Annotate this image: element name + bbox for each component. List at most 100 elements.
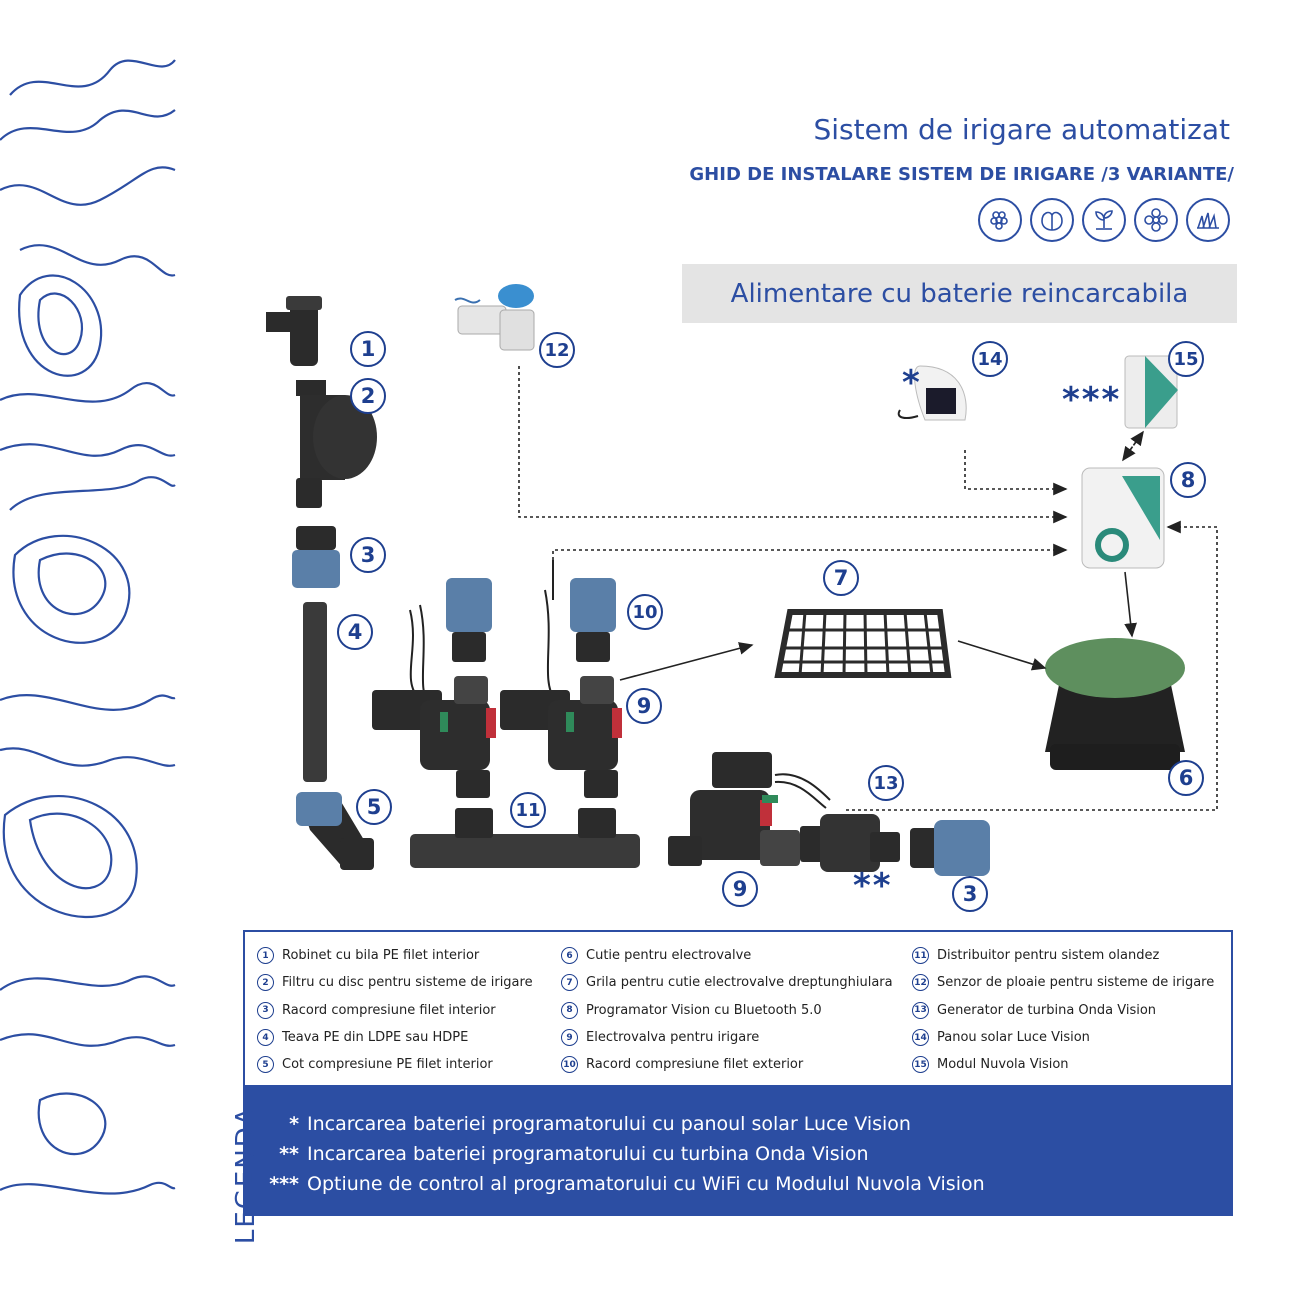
callout-1: 1 [350, 331, 386, 367]
legend-number: 2 [257, 974, 274, 992]
notes-box: * Incarcarea bateriei programatorului cu … [243, 1087, 1233, 1216]
callout-9-single: 9 [722, 871, 758, 907]
note-solar: * Incarcarea bateriei programatorului cu … [243, 1109, 1233, 1139]
callout-14: 14 [972, 341, 1008, 377]
compression-elbow [296, 792, 374, 870]
solenoid-valve-single [668, 752, 831, 866]
legend-item: 7 Grila pentru cutie electrovalve dreptun… [561, 969, 893, 996]
legend-label: Senzor de ploaie pentru sisteme de iriga… [937, 975, 1215, 991]
legend-number: 14 [912, 1029, 929, 1047]
lettuce-icon [1030, 198, 1074, 242]
power-banner: Alimentare cu baterie reincarcabila [682, 264, 1237, 323]
legend-number: 11 [912, 947, 929, 965]
note-text: Optiune de control al programatorului cu… [307, 1173, 985, 1195]
triple-star: *** [1062, 380, 1122, 420]
grapes-icon [978, 198, 1022, 242]
legend-label: Grila pentru cutie electrovalve dreptung… [586, 975, 893, 991]
callout-3-right: 3 [952, 876, 988, 912]
legend-column-1: 1 Robinet cu bila PE filet interior 2 Filt… [257, 942, 533, 1078]
legend-item: 9 Electrovalva pentru irigare [561, 1024, 893, 1051]
legend-item: 1 Robinet cu bila PE filet interior [257, 942, 533, 969]
note-mark: ** [279, 1143, 299, 1165]
double-star: ** [853, 866, 893, 906]
legend-label: Cutie pentru electrovalve [586, 948, 752, 964]
legend-number: 15 [912, 1056, 929, 1074]
legend-number: 6 [561, 947, 578, 965]
sprout-icon [1082, 198, 1126, 242]
crop-icons [978, 198, 1230, 242]
flower-icon [1134, 198, 1178, 242]
legend-item: 3 Racord compresiune filet interior [257, 997, 533, 1024]
legend-item: 12 Senzor de ploaie pentru sisteme de iri… [912, 969, 1214, 996]
callout-11: 11 [510, 792, 546, 828]
solar-panel [897, 365, 967, 421]
callout-13: 13 [868, 765, 904, 801]
legend-label: Panou solar Luce Vision [937, 1030, 1090, 1046]
callout-6: 6 [1168, 760, 1204, 796]
rain-sensor [454, 284, 535, 351]
legend-number: 5 [257, 1056, 274, 1074]
turbine-generator [800, 814, 900, 872]
note-text: Incarcarea bateriei programatorului cu p… [307, 1113, 911, 1135]
page-title: Sistem de irigare automatizat [813, 113, 1231, 146]
legend-number: 3 [257, 1001, 274, 1019]
legend-number: 7 [561, 974, 578, 992]
legend-label: Robinet cu bila PE filet interior [282, 948, 480, 964]
callout-4: 4 [337, 614, 373, 650]
legend-title: LEGENDA [231, 1105, 261, 1245]
note-mark: * [289, 1113, 299, 1135]
callout-7: 7 [823, 560, 859, 596]
legend-number: 4 [257, 1029, 274, 1047]
callout-3: 3 [350, 537, 386, 573]
legend-number: 8 [561, 1001, 578, 1019]
valve-box-grid [774, 609, 952, 678]
grass-icon [1186, 198, 1230, 242]
single-star: * [902, 363, 922, 403]
legend-item: 2 Filtru cu disc pentru sisteme de irigar… [257, 969, 533, 996]
compression-fitting-right [910, 820, 990, 876]
compression-fitting-exterior [446, 578, 616, 662]
legend-box: 1 Robinet cu bila PE filet interior 2 Filt… [243, 930, 1233, 1087]
manifold [410, 808, 640, 868]
legend-item: 6 Cutie pentru electrovalve [561, 942, 893, 969]
callout-15: 15 [1168, 341, 1204, 377]
legend-label: Modul Nuvola Vision [937, 1057, 1069, 1073]
callout-9: 9 [626, 688, 662, 724]
callout-2: 2 [350, 378, 386, 414]
valve-box [1045, 638, 1185, 770]
legend-label: Filtru cu disc pentru sisteme de irigare [282, 975, 533, 991]
legend-item: 4 Teava PE din LDPE sau HDPE [257, 1024, 533, 1051]
topographic-pattern [0, 59, 176, 1195]
disc-filter [296, 380, 377, 508]
legend-number: 9 [561, 1029, 578, 1047]
callout-10: 10 [627, 594, 663, 630]
note-mark: *** [269, 1173, 299, 1195]
legend-label: Racord compresiune filet exterior [586, 1057, 804, 1073]
wifi-module [1124, 355, 1178, 429]
legend-item: 5 Cot compresiune PE filet interior [257, 1051, 533, 1078]
legend-label: Electrovalva pentru irigare [586, 1030, 760, 1046]
legend-label: Cot compresiune PE filet interior [282, 1057, 493, 1073]
callout-8: 8 [1170, 462, 1206, 498]
callout-12: 12 [539, 332, 575, 368]
pe-pipe [303, 602, 327, 782]
banner-text: Alimentare cu baterie reincarcabila [730, 278, 1189, 309]
legend-label: Racord compresiune filet interior [282, 1002, 496, 1018]
legend-column-2: 6 Cutie pentru electrovalve 7 Grila pentru… [561, 942, 893, 1078]
legend-item: 14 Panou solar Luce Vision [912, 1024, 1214, 1051]
legend-label: Programator Vision cu Bluetooth 5.0 [586, 1002, 822, 1018]
legend-number: 12 [912, 974, 929, 992]
legend-label: Teava PE din LDPE sau HDPE [282, 1030, 469, 1046]
legend-item: 15 Modul Nuvola Vision [912, 1051, 1214, 1078]
legend-number: 1 [257, 947, 274, 965]
legend-label: Generator de turbina Onda Vision [937, 1002, 1157, 1018]
solenoid-valve-pair [372, 676, 622, 798]
page-subtitle: GHID DE INSTALARE SISTEM DE IRIGARE /3 V… [689, 164, 1234, 185]
legend-item: 8 Programator Vision cu Bluetooth 5.0 [561, 997, 893, 1024]
controller [1081, 467, 1165, 569]
compression-fitting [292, 526, 340, 588]
